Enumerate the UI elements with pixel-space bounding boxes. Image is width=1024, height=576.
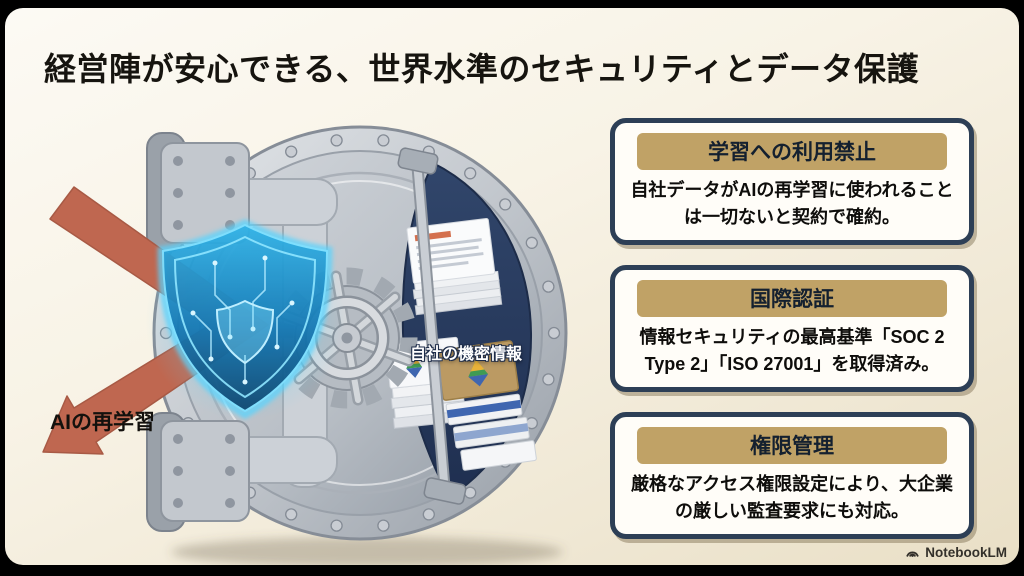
vault-shadow <box>171 537 563 565</box>
vault-hinge-top <box>146 132 250 252</box>
card-access-control-body: 厳格なアクセス権限設定により、大企業の厳しい監査要求にも対応。 <box>630 474 954 521</box>
notebooklm-brand: NotebookLM <box>905 545 1007 560</box>
notebooklm-icon <box>906 551 919 557</box>
vault-diagonal-rod <box>397 147 467 505</box>
arrow-label: AIの再学習 <box>50 411 155 434</box>
card-certifications: 国際認証 情報セキュリティの最高基準「SOC 2 Type 2」「ISO 270… <box>610 265 974 392</box>
card-certifications-header: 国際認証 <box>637 280 947 317</box>
info-cards: 学習への利用禁止 自社データがAIの再学習に使われることは一切ないと契約で確約。… <box>610 118 974 559</box>
notebooklm-label: NotebookLM <box>925 545 1007 560</box>
security-shield <box>145 219 345 420</box>
binder-stack-right <box>436 340 537 471</box>
vault-door-graphic <box>42 125 568 565</box>
page-title: 経営陣が安心できる、世界水準のセキュリティとデータ保護 <box>44 51 919 87</box>
vault-illustration: AIの再学習 自社の機密情報 <box>15 105 585 565</box>
vault-contents-label: 自社の機密情報 <box>409 346 522 363</box>
card-no-training-header: 学習への利用禁止 <box>637 133 947 170</box>
card-certifications-body: 情報セキュリティの最高基準「SOC 2 Type 2」「ISO 27001」を取… <box>639 327 945 374</box>
card-no-training: 学習への利用禁止 自社データがAIの再学習に使われることは一切ないと契約で確約。 <box>610 118 974 245</box>
card-access-control-header: 権限管理 <box>637 427 947 464</box>
card-access-control: 権限管理 厳格なアクセス権限設定により、大企業の厳しい監査要求にも対応。 <box>610 412 974 539</box>
slide: 経営陣が安心できる、世界水準のセキュリティとデータ保護 <box>5 8 1019 565</box>
vault-hinge-bottom <box>146 412 250 532</box>
card-no-training-body: 自社データがAIの再学習に使われることは一切ないと契約で確約。 <box>630 180 954 227</box>
